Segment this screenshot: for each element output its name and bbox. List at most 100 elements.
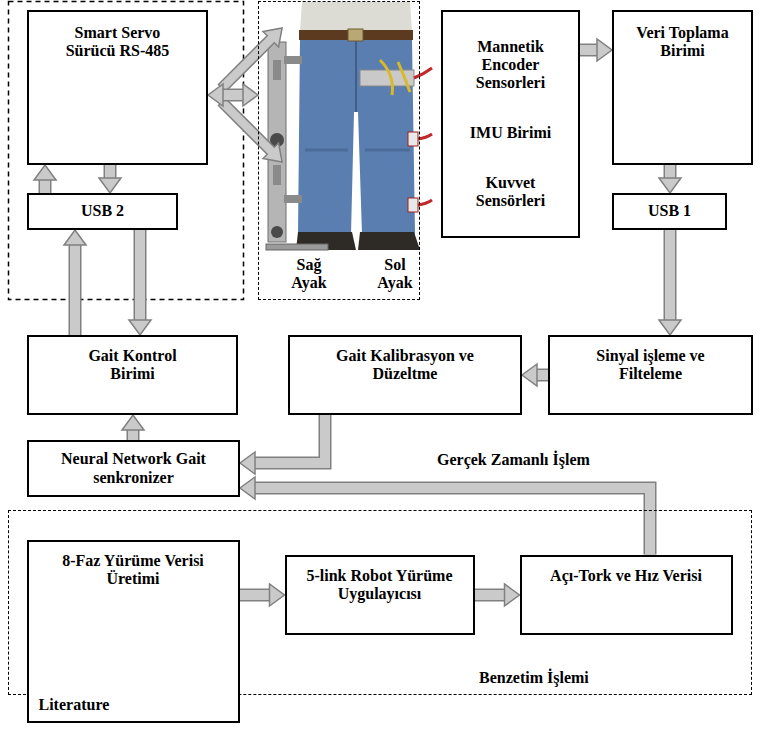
flow-arrow	[64, 230, 86, 335]
process-box: 8-Faz Yürüme Verisi ÜretimiLiterature	[27, 540, 240, 723]
process-box: USB 2	[27, 193, 178, 230]
belt	[299, 30, 413, 40]
node-text: Sağ Ayak	[287, 256, 331, 293]
belt-buckle	[348, 29, 363, 41]
arrow-shaft	[665, 165, 675, 179]
frame-strap	[284, 195, 302, 203]
dashed-group-outline	[9, 2, 244, 300]
fan-arrow-shape	[214, 94, 290, 170]
arrow-head	[129, 320, 151, 335]
arrow-head	[243, 84, 258, 106]
process-box: Sinyal işleme ve Filteleme	[548, 335, 753, 415]
arrow-head	[505, 584, 520, 606]
flow-arrow	[659, 165, 681, 193]
exoskeleton-photo	[266, 2, 432, 250]
arrow-head	[270, 584, 285, 606]
process-box: Mannetik Encoder SensorleriIMU BirimiKuv…	[441, 10, 580, 238]
node-text: Mannetik Encoder Sensorleri	[453, 38, 568, 93]
arrow-head	[597, 39, 612, 61]
node-text: Gait Kalibrasyon ve Düzeltme	[310, 347, 500, 384]
arrow-shaft-outline	[39, 179, 52, 193]
arrow-shaft	[580, 45, 598, 55]
flow-arrow	[580, 39, 612, 61]
arrow-head	[522, 364, 537, 386]
arrow-shaft-outline	[104, 165, 117, 179]
jeans-seam	[355, 40, 357, 112]
arrow-shaft	[240, 590, 271, 600]
arrow-shaft-outline	[536, 369, 548, 382]
process-box: 5-link Robot Yürüme Uygulayıcısı	[285, 555, 475, 635]
node-text: Sol Ayak	[373, 256, 417, 293]
process-box: Açı-Tork ve Hız Verisi	[520, 555, 733, 635]
arrow-head	[34, 165, 56, 180]
ankle-sensor	[408, 198, 418, 212]
knee-crease	[305, 149, 410, 152]
arrow-shaft	[536, 370, 548, 380]
arrow-head	[659, 178, 681, 193]
sensor-cable	[418, 200, 432, 205]
shoe	[358, 232, 420, 250]
arrow-shaft-outline	[222, 89, 244, 102]
flow-arrow	[240, 415, 325, 474]
flow-arrow	[99, 165, 121, 193]
fan-arrow	[214, 94, 290, 170]
foot-plate	[266, 244, 328, 250]
flow-arrow	[129, 230, 151, 335]
node-text: Smart Servo Sürücü RS-485	[63, 24, 172, 61]
node-text: Literature	[39, 696, 110, 714]
arrow-shaft	[254, 488, 650, 555]
dashed-region: Benzetim İşlemi 8-Faz Yürüme Verisi Üreti…	[8, 510, 752, 695]
shirt	[300, 2, 412, 31]
flow-arrow	[208, 84, 258, 106]
arrow-head	[122, 415, 144, 430]
arrow-shaft-outline	[69, 244, 82, 335]
node-text: USB 2	[81, 202, 124, 220]
jeans	[298, 39, 415, 234]
arrow-shaft-outline	[240, 589, 271, 602]
arrow-head	[99, 178, 121, 193]
node-text: 5-link Robot Yürüme Uygulayıcısı	[301, 567, 459, 604]
imu-strap	[380, 60, 410, 95]
arrow-shaft	[105, 165, 115, 179]
process-box: Smart Servo Sürücü RS-485	[27, 10, 208, 165]
node-text: Gait Kontrol Birimi	[69, 347, 196, 384]
arrow-shaft-outline	[134, 230, 147, 321]
process-box: USB 1	[612, 193, 727, 230]
dashed-region: Sağ Ayak Sol Ayak	[258, 1, 420, 300]
arrow-shaft	[475, 590, 506, 600]
flow-arrow	[240, 477, 650, 555]
exoskeleton-frame	[268, 42, 286, 242]
fan-arrow-shape	[214, 20, 290, 96]
flow-arrow	[659, 230, 681, 335]
section-label: Gerçek Zamanlı İşlem	[437, 451, 590, 469]
node-text: Kuvvet Sensörleri	[453, 174, 568, 211]
ankle-joint	[271, 226, 283, 238]
process-box: Neural Network Gait senkronizer	[27, 440, 240, 497]
arrow-head	[240, 452, 255, 474]
node-text: Sinyal işleme ve Filteleme	[570, 347, 731, 384]
node-text: Benzetim İşlemi	[479, 669, 589, 687]
frame-slot	[273, 165, 281, 185]
arrow-shaft-outline	[580, 44, 598, 57]
process-box: Veri Toplama Birimi	[612, 10, 753, 165]
arrow-shaft-outline	[664, 165, 677, 179]
process-box: Gait Kalibrasyon ve Düzeltme	[288, 335, 522, 415]
node-text: Açı-Tork ve Hız Verisi	[550, 567, 702, 585]
node-text: IMU Birimi	[470, 124, 551, 142]
node-text: USB 1	[648, 202, 691, 220]
frame-strap	[284, 56, 302, 64]
node-text: 8-Faz Yürüme Verisi Üretimi	[39, 552, 228, 589]
arrow-head	[659, 320, 681, 335]
knee-sensor	[408, 132, 418, 146]
arrow-head	[208, 84, 223, 106]
arrow-shaft-outline	[664, 230, 677, 321]
arrow-shaft-outline	[254, 488, 650, 555]
arrow-shaft	[665, 230, 675, 321]
arrow-shaft	[135, 230, 145, 321]
flow-arrow	[522, 364, 548, 386]
frame-slot	[273, 60, 281, 80]
flow-arrow	[34, 165, 56, 193]
sensor-cable	[414, 68, 432, 78]
node-text: Neural Network Gait senkronizer	[61, 450, 206, 487]
